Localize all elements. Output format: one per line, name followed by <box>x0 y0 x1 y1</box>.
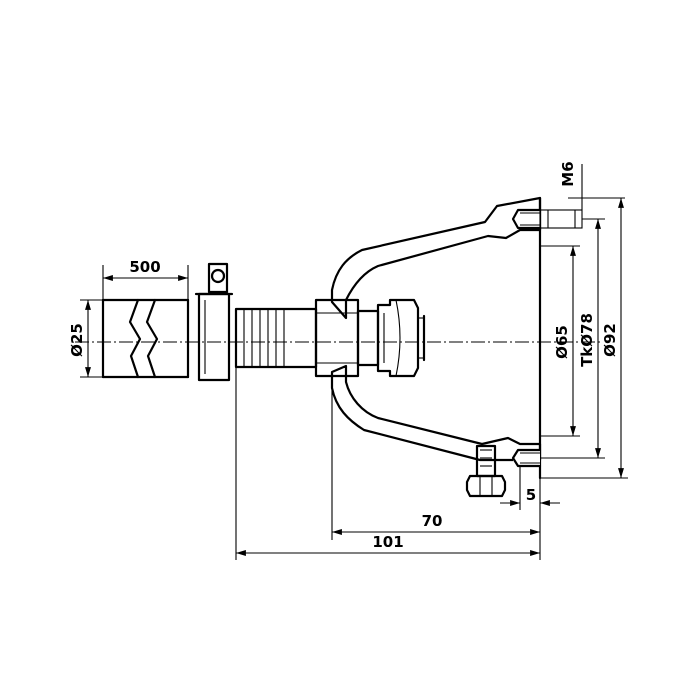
housing <box>330 196 583 480</box>
hex-nut <box>314 298 380 378</box>
dim-thread: M6 <box>559 161 577 186</box>
drain-plug <box>465 444 507 498</box>
fixing-screw-top <box>539 209 583 229</box>
dim-hose-diameter: Ø25 <box>68 323 86 357</box>
dim-hose-length: 500 <box>129 258 160 276</box>
hose-clamp <box>194 262 234 382</box>
hose-section <box>101 298 190 379</box>
dim-offset: 5 <box>526 486 536 504</box>
dim-inner-diameter: Ø65 <box>553 325 571 359</box>
screw-hole-top <box>511 208 542 230</box>
dim-body-length: 70 <box>422 512 443 530</box>
screw-hole-bottom <box>511 448 542 468</box>
hose-tail <box>234 307 318 369</box>
dimensions: 500 Ø25 M6 Ø65 TkØ78 Ø92 5 70 <box>68 161 628 560</box>
dim-bolt-circle: TkØ78 <box>578 313 596 367</box>
dim-overall-length: 101 <box>372 533 403 551</box>
dim-flange-diameter: Ø92 <box>601 323 619 357</box>
cable-gland <box>376 298 426 378</box>
